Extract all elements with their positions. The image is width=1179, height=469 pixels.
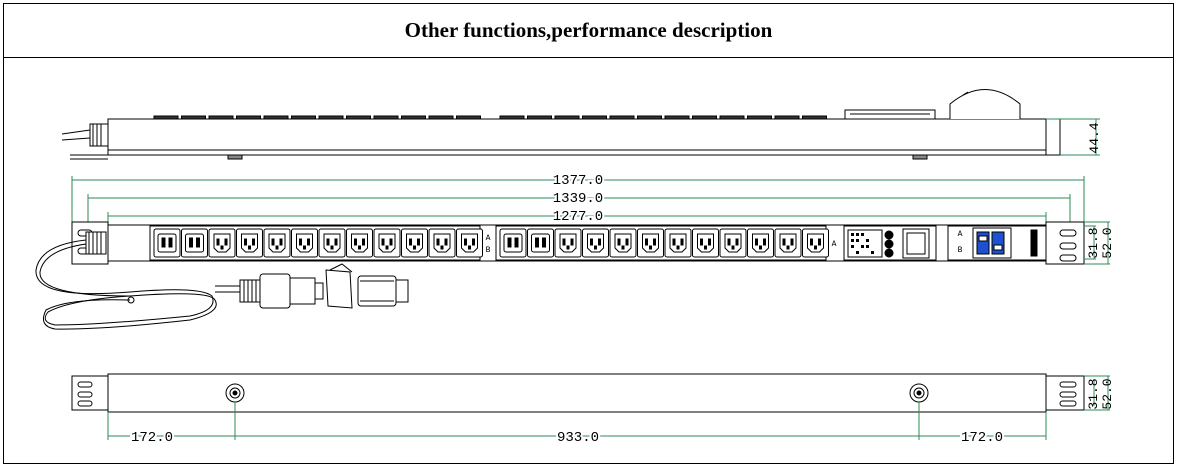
top-outlet-bump [637,115,662,120]
top-cable [61,129,91,141]
top-outlet-bump [692,115,717,120]
top-outlet-bump [719,115,745,120]
power-cable [35,239,214,326]
top-outlet-bump [346,115,371,120]
plug-body [259,273,291,309]
c19-outlet-icon [153,228,181,258]
front-outer-height-label: 52.0 [1100,227,1115,258]
top-outlet-bump [236,115,261,120]
title-bar: Other functions,performance description [4,4,1173,58]
panel-button-icon [884,230,894,240]
bottom-right-flange [1045,375,1085,411]
c13-outlet-icon [692,228,719,258]
top-outlet-bump [554,115,580,120]
top-foot-left [227,154,243,160]
top-outlet-bump [802,115,827,120]
top-view [61,89,1100,160]
brand-label [1030,229,1038,257]
top-outlet-bump [401,115,426,120]
c13-outlet-icon [747,228,774,258]
c13-outlet-icon [719,228,747,258]
front-view [71,221,1085,265]
top-outlet-bump [774,115,800,120]
c13-outlet-icon [774,228,802,258]
top-outlet-bump [527,115,552,120]
mid-length-label: 1339.0 [553,191,603,207]
overall-length-label: 1377.0 [553,173,603,189]
bottom-view [71,373,1085,413]
power-cable-with-plug [35,239,409,330]
c13-outlet-icon [456,228,483,258]
top-outlet-bump [181,115,206,120]
c13-outlet-icon [346,228,373,258]
top-outlet-bumps [153,115,827,120]
module-b-label: A [832,240,837,249]
breaker-switch-b [991,231,1005,255]
outlet-row-a [153,228,483,258]
breaker-a-label: A [958,230,963,239]
outlet-group-b-label: B [486,246,491,255]
c13-outlet-icon [318,228,346,258]
rear-outer-height-label: 52.0 [1100,378,1115,409]
top-outlet-bump [153,115,179,120]
outlet-group-a-label: A [486,234,491,243]
top-height-dim-label: 44.4 [1087,122,1102,153]
c13-outlet-icon [236,228,263,258]
breaker-b-label: B [958,246,963,255]
lcd-display [902,228,930,259]
front-inner-height-label: 31.8 [1086,227,1101,258]
c13-outlet-icon [291,228,318,258]
top-outlet-bump [747,115,772,120]
top-outlet-bump [609,115,635,120]
c13-outlet-icon [428,228,456,258]
rear-inner-height-label: 31.8 [1086,378,1101,409]
breaker-housing [972,227,1012,259]
c13-outlet-icon [637,228,664,258]
top-outlet-bump [456,115,481,120]
top-outlet-bump [208,115,234,120]
c13-outlet-icon [582,228,609,258]
inner-length-label: 1277.0 [553,209,603,225]
top-outlet-bump [373,115,399,120]
c13-outlet-icon [609,228,637,258]
c13-outlet-icon [373,228,401,258]
panel-label-area [847,229,883,258]
top-outlet-bump [582,115,607,120]
top-outlet-bump [318,115,344,120]
top-foot-right [912,154,928,160]
c19-outlet-icon [527,228,554,258]
top-right-foot [1046,118,1061,156]
top-outlet-bump [499,115,525,120]
c13-outlet-icon [554,228,582,258]
c13-outlet-icon [208,228,236,258]
c13-outlet-icon [263,228,291,258]
c13-outlet-icon [401,228,428,258]
outlet-row-b [499,228,829,258]
center-span-label: 933.0 [557,430,599,446]
bottom-body [107,373,1047,413]
c19-outlet-icon [499,228,527,258]
top-dome [949,89,1021,119]
top-left-foot [70,154,108,160]
c13-outlet-icon [664,228,692,258]
c19-outlet-icon [181,228,208,258]
c13-outlet-icon [802,228,829,258]
right-offset-label: 172.0 [961,430,1003,446]
plug-cap [325,269,353,309]
top-outlet-bump [263,115,289,120]
top-body [107,118,1047,156]
top-outlet-bump [428,115,454,120]
diagram-frame: Other functions,performance description [3,3,1174,464]
plug-boot [239,279,261,303]
page-title: Other functions,performance description [404,18,773,42]
top-outlet-bump [291,115,316,120]
bottom-left-flange [71,375,109,411]
top-outlet-bump [664,115,690,120]
front-dimension-lines [71,176,1085,232]
left-offset-label: 172.0 [131,430,173,446]
breaker-switch-a [976,231,990,255]
